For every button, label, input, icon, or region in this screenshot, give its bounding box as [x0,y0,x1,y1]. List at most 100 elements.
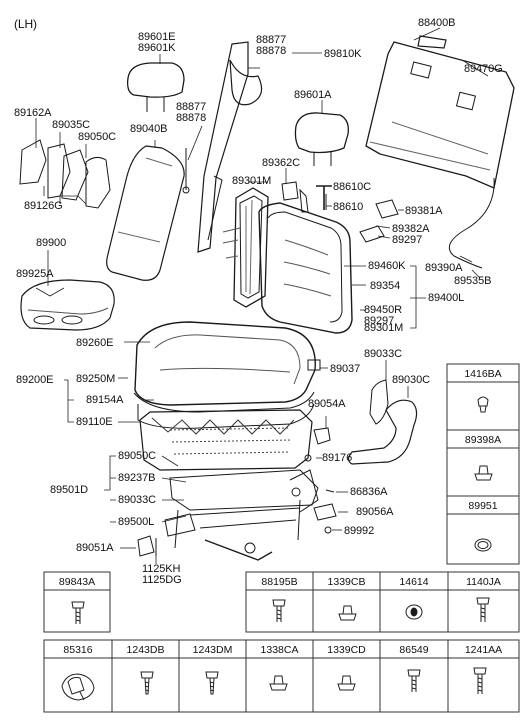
part-label: 89390A [425,262,463,274]
table-header: 1338CA [260,644,299,656]
screw-icon [140,671,154,695]
part-label: 89601E [138,31,176,43]
seat-back-panel-icon [106,145,185,281]
bolt-icon [473,667,487,694]
table-header: 89843A [58,576,96,588]
part-label: 89050C [78,131,116,143]
part-label: 89110E [76,416,113,428]
side-cover-icon [369,379,389,425]
o-ring-icon [474,538,492,552]
bracket-icon [375,199,399,219]
seat-back-frame-icon [222,187,269,308]
bolt-icon [407,669,421,692]
part-label: 1125DG [142,574,182,586]
table-header: 1339CB [327,576,366,588]
part-label: 89450R [364,304,402,316]
part-label: 89050C [118,450,156,462]
part-label: 89297 [392,234,423,246]
bolt-icon [476,597,490,622]
bolt-icon [71,601,85,624]
part-label: 89126G [24,200,63,212]
part-label: 89033C [364,348,402,360]
table-header: 1241AA [464,644,503,656]
table-header: 1243DB [126,644,165,656]
clip-icon [477,396,489,413]
part-label: 88878 [176,112,207,124]
side-shield-icon [347,399,418,465]
trim-pieces-icon [19,139,111,209]
table-header: 88195B [261,576,298,588]
table-header: 86549 [399,644,429,656]
parts-table-grid [43,363,520,713]
part-label: 89601K [138,42,176,54]
part-label: 88400B [418,17,456,29]
headrest-rear-icon [294,112,349,166]
rear-back-board-icon [365,35,515,189]
part-label: 89400L [428,292,465,304]
table-header: 1243DM [192,644,233,656]
part-label: 89301M [232,175,272,187]
part-label: 89176 [322,452,353,464]
seat-back-cushion-icon [258,202,353,334]
part-label: 88877 [176,101,207,113]
part-label: 89470G [464,63,503,75]
part-label: 89535B [454,275,492,287]
part-label: 89260E [76,337,114,349]
part-label: 86836A [350,486,388,498]
part-label: 89382A [392,223,430,235]
part-label: 89054A [308,398,346,410]
part-label: 89354 [370,280,401,292]
part-label: 89237B [118,472,156,484]
armrest-icon [20,279,115,331]
seat-pan-icon [139,409,313,471]
nut-icon [338,605,357,621]
part-label: 89040B [130,123,168,135]
grommet-icon [61,673,95,701]
nut-icon [337,675,356,691]
part-label: 89051A [76,542,114,554]
part-label: 89301M [364,322,404,334]
seat-cushion-icon [133,321,316,429]
seat-belt-icon [197,41,263,253]
table-header: 1140JA [466,576,501,588]
part-label: 89162A [14,107,52,119]
part-label: 89297 [364,315,395,327]
nut-icon [269,675,288,691]
part-label: 89381A [405,205,443,217]
part-label: 89460K [368,260,406,272]
part-label: 89500L [118,516,155,528]
table-header: 14614 [399,576,429,588]
part-label: 89992 [344,525,375,537]
part-label: 89925A [16,268,54,280]
part-label: 89056A [356,506,394,518]
part-label: 89810K [324,48,362,60]
part-label: 89035C [52,119,90,131]
screw-icon [205,671,219,695]
part-label: 89900 [36,237,67,249]
table-header: 1416BA [464,368,502,380]
part-label: 88878 [256,45,287,57]
nut-icon [474,465,493,481]
part-label: 89501D [50,484,88,496]
part-label: 89601A [294,89,332,101]
release-cable-icon [448,177,495,269]
table-header: 1339CD [327,644,366,656]
bolt-icon [272,599,286,622]
table-header: 89951 [468,500,498,512]
washer-icon [405,604,423,620]
table-header: 85316 [63,644,93,656]
part-label: 89154A [86,394,124,406]
side-label: (LH) [14,17,37,31]
headrest-front-icon [126,62,185,112]
part-label: 89033C [118,494,156,506]
part-label: 89362C [262,157,300,169]
part-label: 88610C [333,181,371,193]
seat-track-icon [164,469,319,561]
part-label: 1125KH [142,563,181,575]
table-header: 89398A [464,434,502,446]
part-label: 89037 [330,363,361,375]
part-label: 89200E [16,374,54,386]
part-label: 88610 [333,201,364,213]
